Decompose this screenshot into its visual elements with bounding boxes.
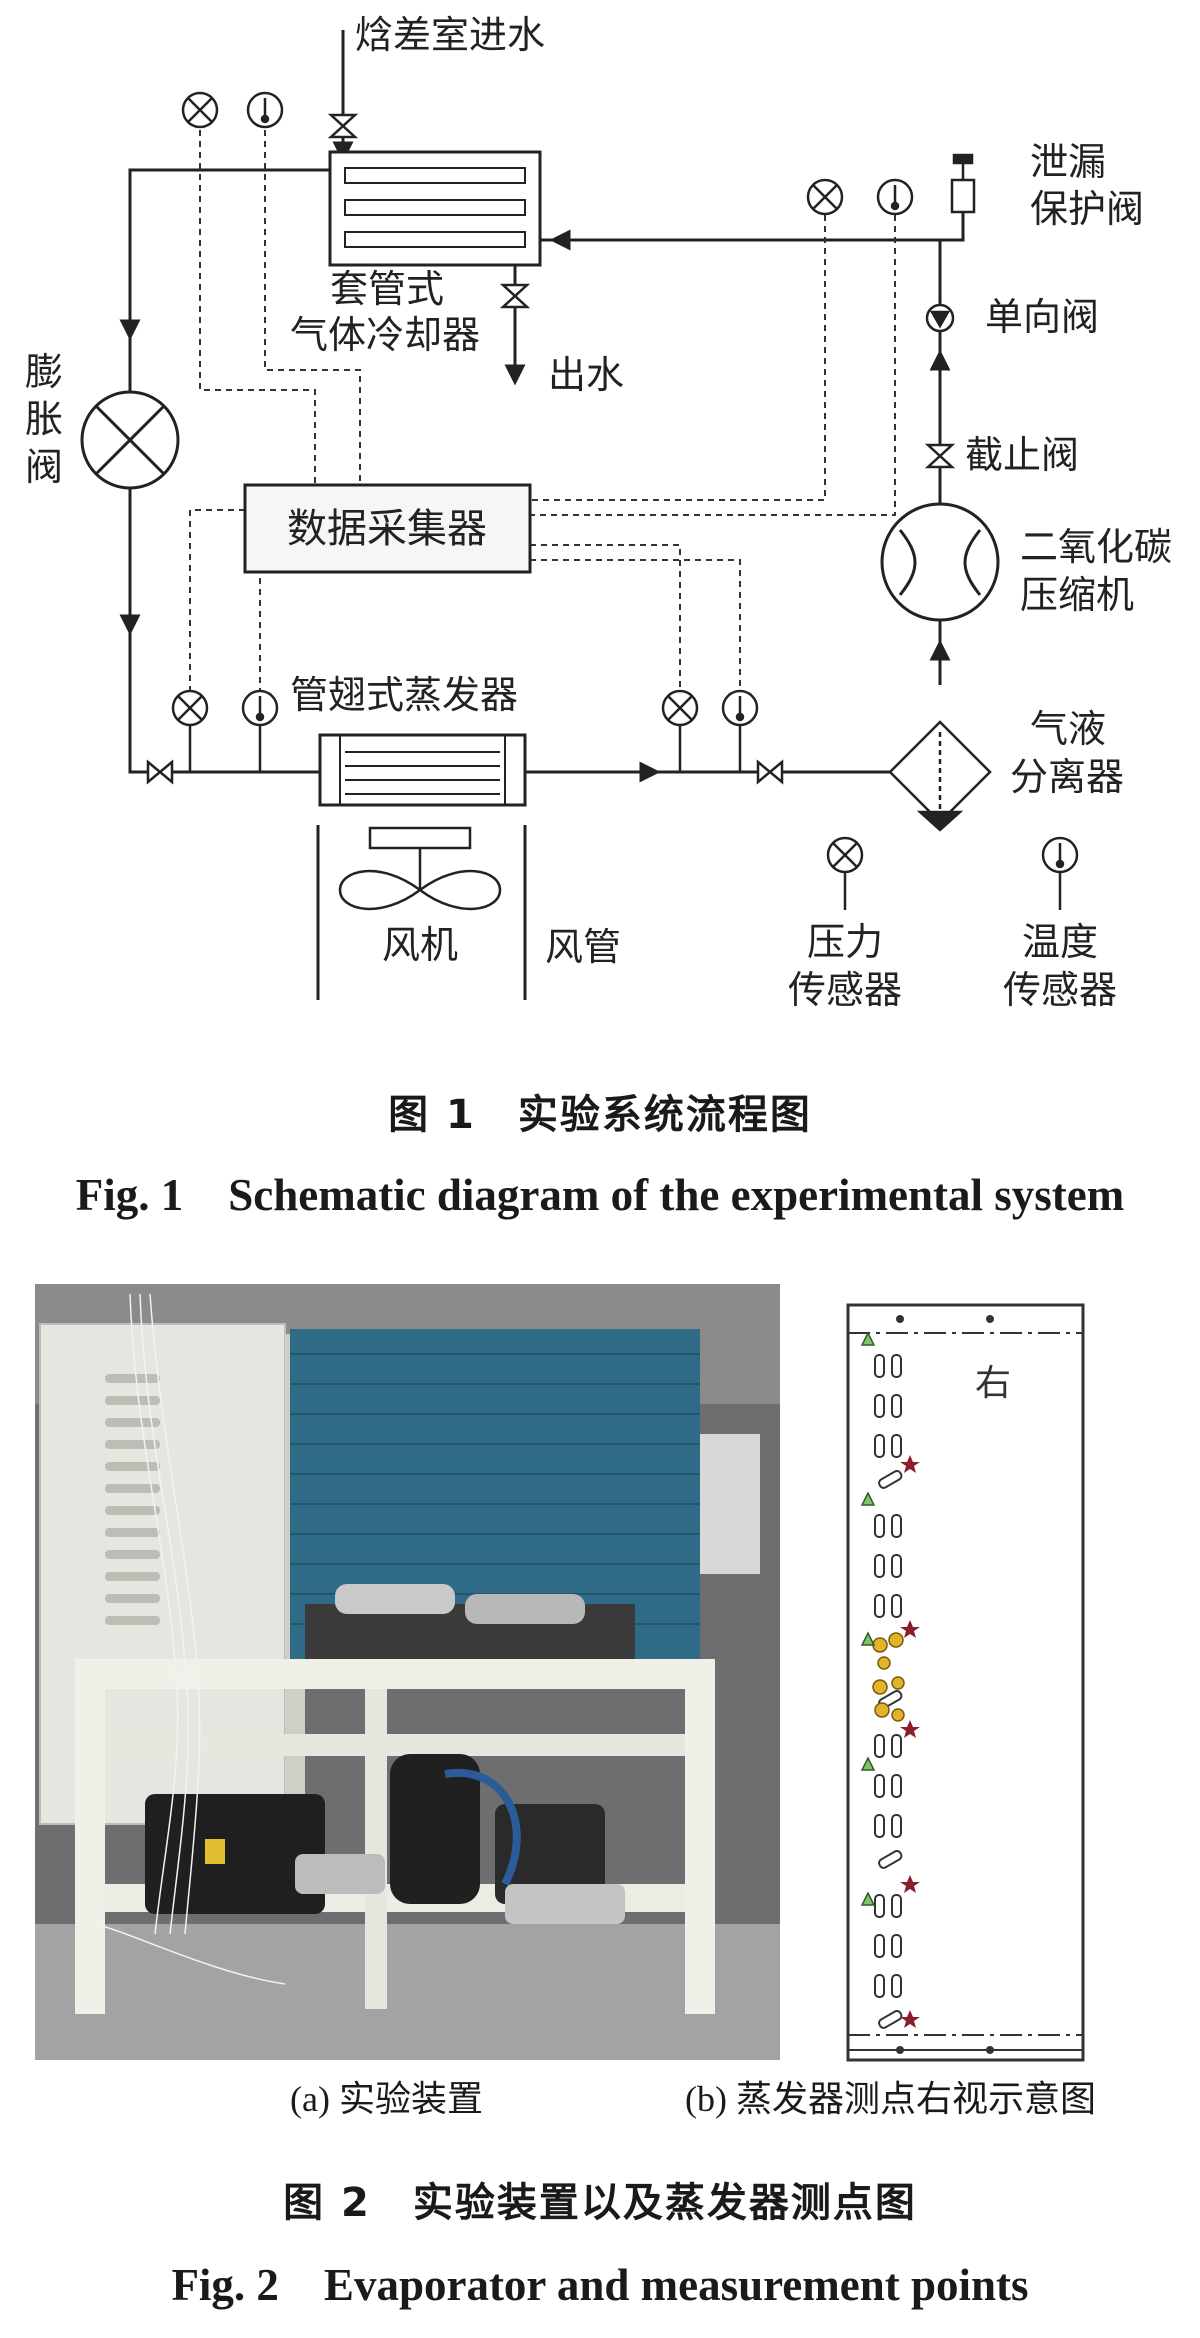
- outlet-water-label: 出水: [548, 353, 624, 397]
- legend-pressure-label-2: 传感器: [788, 968, 902, 1012]
- expansion-valve-label-1: 膨: [25, 350, 63, 394]
- pressure-sensor-icon: [806, 178, 844, 216]
- measurement-points-yellow: [872, 1632, 905, 1722]
- temperature-sensor-icon: [876, 178, 914, 216]
- stop-valve-label: 截止阀: [965, 433, 1079, 477]
- pressure-sensor-icon: [181, 91, 219, 129]
- inline-valve-icon: [146, 759, 784, 785]
- figure-2-caption-cn: 图 2 实验装置以及蒸发器测点图: [283, 2180, 917, 2226]
- leak-valve-label-2: 保护阀: [1030, 187, 1144, 231]
- check-valve-label: 单向阀: [985, 295, 1099, 339]
- compressor-label-2: 压缩机: [1020, 573, 1134, 617]
- stop-valve-icon: [924, 443, 956, 469]
- compressor-icon: [880, 502, 1000, 622]
- separator-label-2: 分离器: [1010, 755, 1124, 799]
- separator-label-1: 气液: [1030, 707, 1106, 751]
- pressure-sensor-icon: [171, 689, 209, 727]
- legend-temperature-label-2: 传感器: [1003, 968, 1117, 1012]
- experimental-setup-photo: [35, 1284, 780, 2060]
- leak-protection-valve-icon: [950, 153, 976, 214]
- flow-arrows: [119, 229, 951, 783]
- data-logger-box: [243, 483, 532, 574]
- temperature-sensor-icon: [721, 689, 759, 727]
- inlet-water-label: 焓差室进水: [355, 13, 545, 57]
- legend-temperature-label-1: 温度: [1022, 920, 1098, 964]
- right-side-label: 右: [975, 1363, 1011, 1404]
- gas-cooler-label-2: 气体冷却器: [290, 313, 480, 357]
- refrigerant-loop: [128, 168, 965, 774]
- subcaption-b: (b) 蒸发器测点右视示意图: [685, 2079, 1096, 2119]
- sensor-wiring: [189, 130, 896, 690]
- fan-icon: [338, 826, 502, 911]
- evaporator-right-view: 右: [846, 1303, 1085, 2062]
- evaporator: [318, 733, 527, 807]
- fan-label: 风机: [382, 923, 458, 967]
- legend-temperature-icon: [1041, 836, 1079, 874]
- water-valves: [327, 113, 531, 309]
- duct-label: 风管: [545, 925, 621, 969]
- expansion-valve-icon: [80, 390, 180, 490]
- compressor-label-1: 二氧化碳: [1020, 525, 1172, 569]
- gas-cooler: [328, 150, 542, 267]
- figure-1-caption-cn: 图 1 实验系统流程图: [388, 1092, 812, 1138]
- measurement-points-star: [900, 1455, 920, 2028]
- expansion-valve-label-2: 胀: [25, 397, 63, 441]
- figure-2-caption-en: Fig. 2 Evaporator and measurement points: [171, 2260, 1029, 2310]
- pressure-sensor-icon: [661, 689, 699, 727]
- temperature-sensor-icon: [241, 689, 279, 727]
- leak-valve-label-1: 泄漏: [1030, 140, 1106, 184]
- temperature-sensor-icon: [246, 91, 284, 129]
- expansion-valve-label-3: 阀: [25, 445, 63, 489]
- tube-slots: [874, 1354, 903, 2029]
- duct-walls: [316, 825, 527, 1000]
- system-schematic: 数据采集器: [25, 13, 1172, 1012]
- measurement-points-triangle: [860, 1331, 876, 1906]
- subcaption-a: (a) 实验装置: [290, 2079, 483, 2119]
- separator-icon: [888, 720, 992, 832]
- legend-pressure-icon: [826, 836, 864, 874]
- data-logger-label: 数据采集器: [287, 506, 487, 552]
- check-valve-icon: [925, 303, 955, 333]
- gas-cooler-label-1: 套管式: [330, 267, 444, 311]
- legend-pressure-label-1: 压力: [807, 920, 883, 964]
- figure-1-caption-en: Fig. 1 Schematic diagram of the experime…: [75, 1170, 1125, 1220]
- evaporator-label: 管翅式蒸发器: [290, 673, 518, 717]
